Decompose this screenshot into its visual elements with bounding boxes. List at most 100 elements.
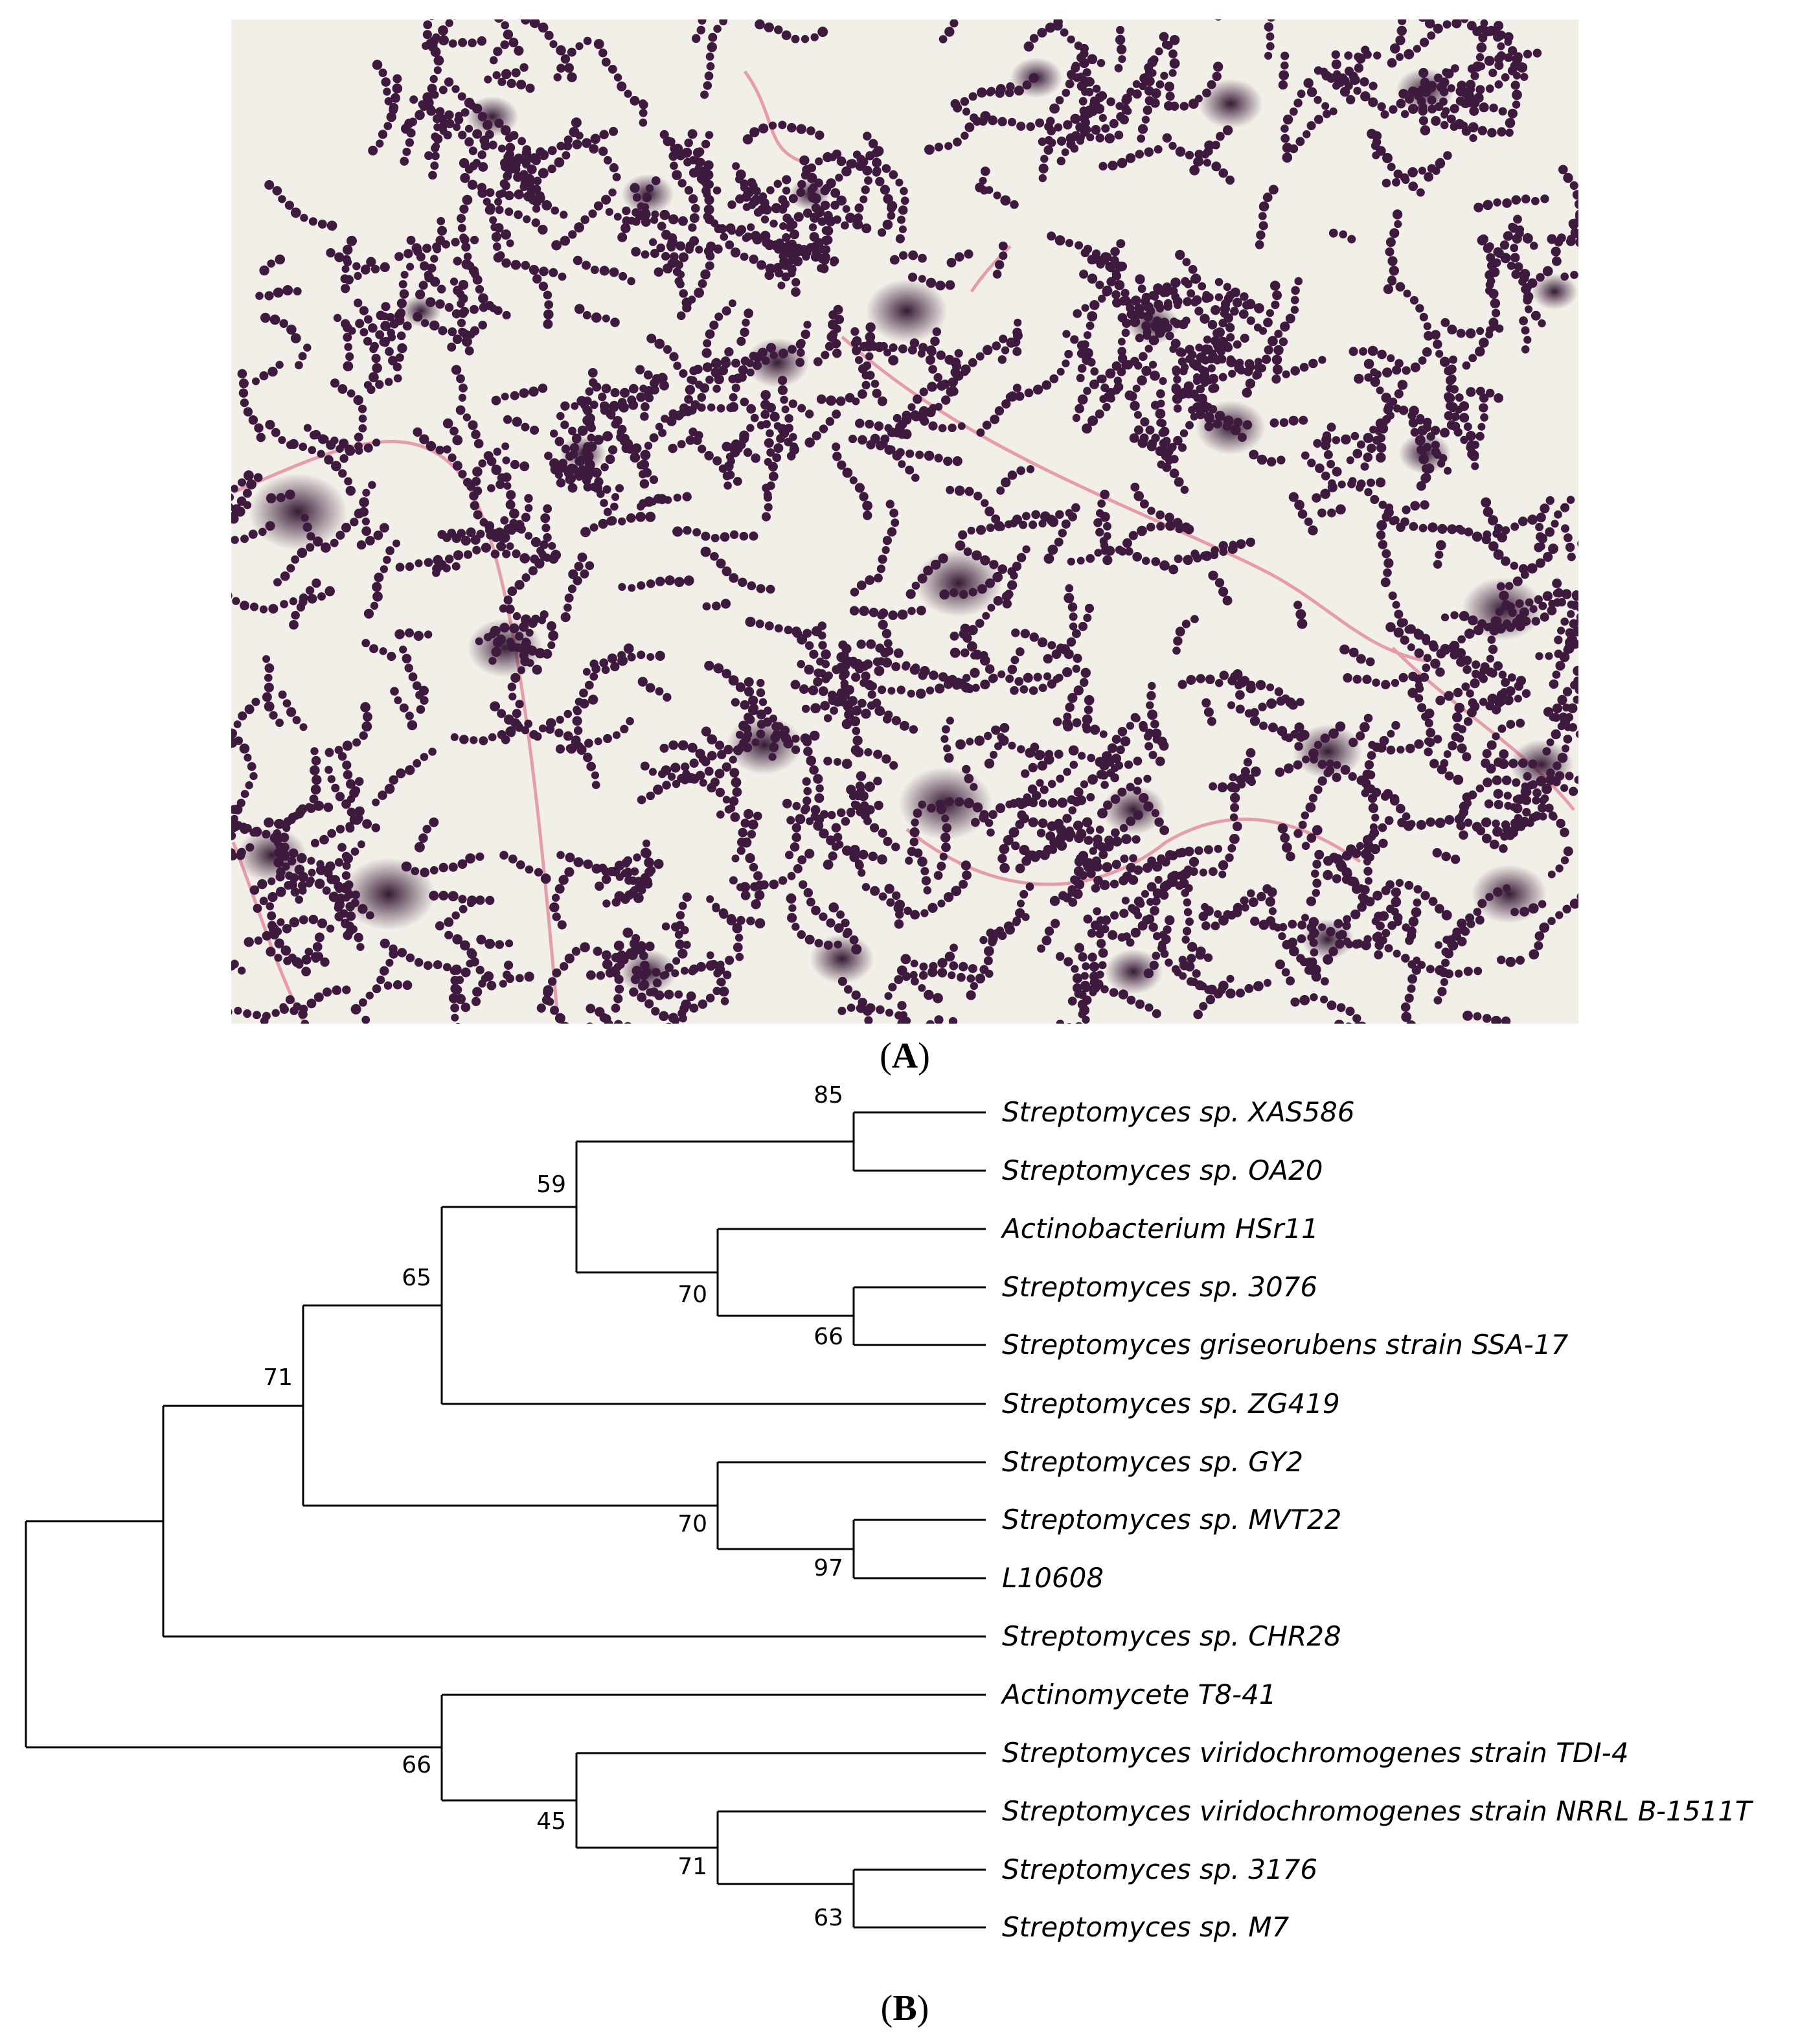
coccus-cell: [1308, 794, 1318, 803]
coccus-cell: [444, 930, 453, 939]
coccus-cell: [529, 386, 539, 397]
coccus-cell: [1232, 908, 1242, 917]
coccus-cell: [1040, 785, 1049, 794]
coccus-cell: [461, 1002, 471, 1013]
coccus-cell: [673, 493, 682, 502]
coccus-cell: [1183, 908, 1192, 917]
coccus-cell: [1505, 956, 1516, 967]
coccus-cell: [1266, 42, 1275, 51]
coccus-cell: [813, 774, 823, 784]
coccus-cell: [632, 193, 641, 202]
coccus-cell: [583, 36, 592, 45]
coccus-cell: [190, 783, 198, 792]
coccus-cell: [791, 34, 800, 43]
coccus-cell: [404, 663, 413, 672]
coccus-cell: [885, 500, 895, 509]
coccus-cell: [576, 396, 587, 406]
coccus-cell: [869, 682, 877, 691]
coccus-cell: [1017, 745, 1025, 753]
coccus-cell: [1295, 137, 1305, 146]
coccus-cell: [801, 35, 810, 43]
coccus-cell: [1452, 712, 1462, 722]
coccus-cell: [974, 735, 985, 746]
coccus-cell: [1306, 923, 1316, 932]
coccus-cell: [272, 186, 282, 196]
coccus-cell: [910, 410, 920, 420]
coccus-cell: [957, 422, 966, 430]
coccus-cell: [1072, 973, 1083, 983]
coccus-cell: [966, 990, 976, 1000]
coccus-cell: [1475, 53, 1485, 62]
coccus-cell: [1348, 647, 1359, 658]
coccus-cell: [565, 853, 575, 863]
coccus-cell: [861, 185, 870, 194]
coccus-cell: [517, 666, 526, 674]
coccus-cell: [1613, 900, 1623, 910]
coccus-cell: [310, 784, 321, 795]
coccus-cell: [1560, 503, 1570, 512]
coccus-cell: [1183, 555, 1193, 566]
coccus-cell: [1517, 62, 1528, 73]
coccus-cell: [1369, 823, 1378, 831]
coccus-cell: [637, 581, 646, 590]
coccus-cell: [979, 965, 989, 974]
coccus-cell: [1573, 676, 1578, 685]
coccus-cell: [301, 967, 311, 976]
coccus-cell: [1498, 107, 1507, 116]
coccus-cell: [212, 926, 222, 936]
coccus-cell: [984, 731, 992, 741]
coccus-cell: [1233, 417, 1243, 427]
coccus-cell: [1196, 674, 1205, 683]
coccus-cell: [1028, 817, 1038, 827]
coccus-cell: [797, 855, 807, 865]
coccus-cell: [1009, 519, 1018, 528]
coccus-cell: [1069, 612, 1078, 621]
coccus-cell: [1266, 32, 1275, 41]
coccus-cell: [639, 479, 650, 489]
coccus-cell: [1627, 769, 1637, 779]
coccus-cell: [610, 966, 620, 976]
coccus-cell: [171, 888, 181, 897]
coccus-cell: [1385, 880, 1395, 890]
coccus-cell: [744, 308, 754, 318]
coccus-cell: [1194, 95, 1203, 103]
coccus-cell: [1214, 578, 1225, 588]
coccus-cell: [1272, 364, 1283, 375]
coccus-cell: [549, 40, 558, 49]
coccus-cell: [781, 405, 790, 413]
coccus-cell: [851, 990, 861, 1000]
coccus-cell: [1067, 71, 1076, 80]
coccus-cell: [617, 960, 625, 969]
coccus-cell: [737, 373, 747, 382]
coccus-cell: [740, 397, 749, 407]
coccus-cell: [828, 902, 839, 913]
coccus-cell: [656, 1040, 666, 1051]
coccus-cell: [1368, 803, 1379, 814]
coccus-cell: [783, 1037, 791, 1045]
coccus-cell: [442, 240, 450, 249]
coccus-cell: [1089, 724, 1100, 735]
coccus-cell: [733, 942, 743, 952]
coccus-cell: [811, 1030, 819, 1039]
coccus-cell: [1139, 433, 1149, 443]
coccus-cell: [1560, 272, 1569, 281]
coccus-cell: [735, 952, 744, 961]
coccus-cell: [448, 862, 458, 872]
coccus-cell: [809, 765, 819, 775]
coccus-cell: [1595, 810, 1604, 819]
coccus-cell: [655, 577, 665, 586]
coccus-cell: [1538, 900, 1547, 908]
coccus-cell: [1126, 722, 1135, 730]
coccus-cell: [337, 843, 347, 852]
coccus-cell: [1570, 271, 1578, 279]
coccus-cell: [1043, 553, 1054, 564]
coccus-cell: [608, 516, 617, 525]
coccus-cell: [1554, 649, 1563, 658]
coccus-cell: [689, 213, 700, 224]
coccus-cell: [650, 249, 660, 258]
coccus-cell: [814, 207, 825, 218]
coccus-cell: [1214, 845, 1223, 853]
coccus-cell: [666, 1022, 672, 1024]
coccus-cell: [1385, 503, 1394, 512]
